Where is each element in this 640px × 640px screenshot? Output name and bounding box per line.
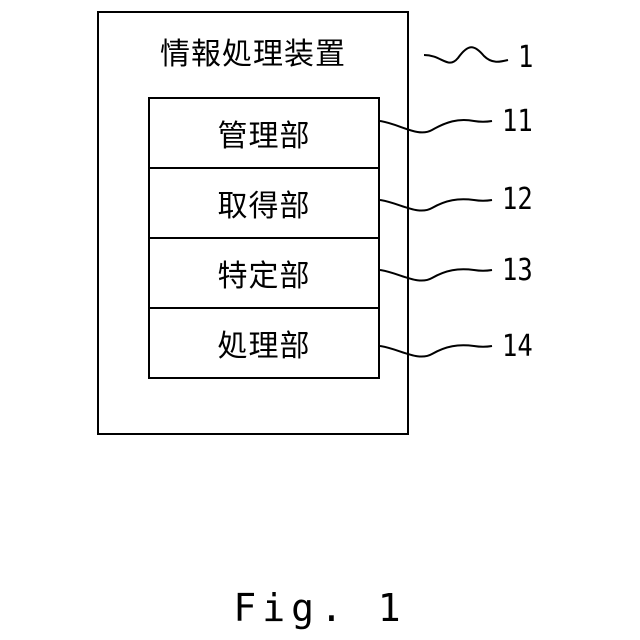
figure-caption: Fig. 1 [0, 586, 640, 630]
unit-stack: 管理部 取得部 特定部 処理部 [148, 97, 380, 379]
processing-unit-block: 処理部 [148, 307, 380, 379]
device-title: 情報処理装置 [99, 37, 407, 73]
unit-ref-numeral-12: 12 [502, 184, 533, 216]
device-ref-numeral: 1 [518, 42, 533, 74]
unit-ref-numeral-11: 11 [502, 106, 533, 138]
identification-unit-block: 特定部 [148, 237, 380, 309]
unit-ref-numeral-14: 14 [502, 331, 533, 363]
unit-ref-numeral-13: 13 [502, 255, 533, 287]
leader-line-device [424, 47, 508, 62]
acquisition-unit-block: 取得部 [148, 167, 380, 239]
information-processing-device-box: 情報処理装置 管理部 取得部 特定部 処理部 [97, 11, 409, 435]
management-unit-block: 管理部 [148, 97, 380, 169]
